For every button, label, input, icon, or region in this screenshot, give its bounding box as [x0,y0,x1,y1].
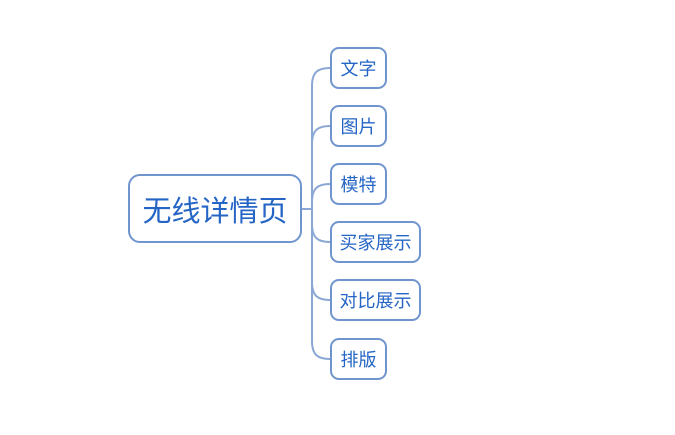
root-node[interactable]: 无线详情页 [128,174,302,243]
branch-connector-5 [311,340,331,360]
child-node-label: 买家展示 [339,233,412,254]
child-node-image[interactable]: 图片 [330,105,387,147]
branch-connector-1 [311,125,331,145]
child-node-label: 文字 [340,59,377,80]
branch-connector-0 [311,67,331,87]
child-node-label: 图片 [340,117,377,138]
branch-connector-2 [311,183,331,203]
child-node-buyer-show[interactable]: 买家展示 [330,221,421,263]
root-node-label: 无线详情页 [142,193,288,228]
child-node-model[interactable]: 模特 [330,163,387,205]
child-node-label: 模特 [340,175,377,196]
child-node-layout[interactable]: 排版 [330,338,387,380]
child-node-text[interactable]: 文字 [330,47,387,89]
branch-connector-3 [311,223,331,243]
child-node-compare-show[interactable]: 对比展示 [330,279,421,321]
child-node-label: 排版 [340,350,377,371]
child-node-label: 对比展示 [339,291,412,312]
branch-connector-4 [311,281,331,301]
